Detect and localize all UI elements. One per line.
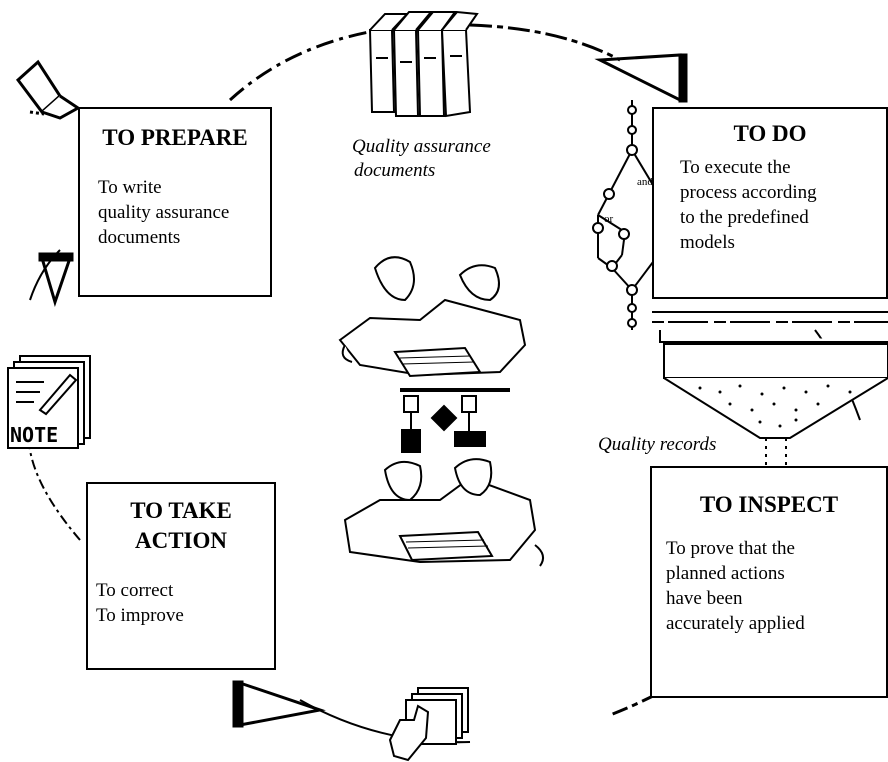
to-inspect-line: planned actions: [666, 563, 785, 584]
quality-records-caption: Quality records: [598, 434, 717, 455]
meeting-people-icon: [338, 256, 527, 378]
qa-documents-caption: Quality assurance documents: [352, 135, 491, 183]
to-do-title: TO DO: [733, 121, 807, 146]
note-label: NOTE: [10, 423, 58, 447]
qa-documents-caption-line: Quality assurance: [352, 136, 491, 157]
funnel-icon: [652, 311, 888, 470]
or-label: or: [604, 213, 614, 225]
cycle-arrowheads: [38, 53, 688, 728]
to-do-line: models: [680, 232, 735, 253]
scale-icon: [400, 388, 510, 453]
note-pad-icon: [7, 355, 91, 449]
qa-documents-caption-line: documents: [354, 160, 436, 181]
to-inspect-line: To prove that the: [666, 538, 795, 559]
binders-icon: [368, 10, 479, 118]
to-prepare-title: TO PREPARE: [102, 125, 248, 150]
funnel-dots: [698, 384, 852, 428]
to-take-action-title: TO TAKE ACTION: [88, 496, 274, 556]
to-inspect-line: accurately applied: [666, 613, 805, 634]
to-inspect-text: To prove that the planned actions have b…: [666, 536, 886, 636]
pencil-hand-icon: [15, 59, 81, 120]
to-inspect-title: TO INSPECT: [699, 492, 839, 517]
to-prepare-line: To write: [98, 177, 162, 198]
to-do-line: to the predefined: [680, 207, 809, 228]
to-prepare-box: TO PREPARE To write quality assurance do…: [78, 107, 272, 297]
meeting-people-icon-2: [343, 458, 545, 567]
to-prepare-text: To write quality assurance documents: [98, 175, 270, 250]
to-do-line: To execute the: [680, 157, 791, 178]
to-take-action-title-line: ACTION: [134, 528, 227, 553]
to-inspect-line: have been: [666, 588, 743, 609]
to-take-action-box: TO TAKE ACTION To correct To improve: [86, 482, 276, 670]
to-do-line: process according: [680, 182, 817, 203]
to-do-box: TO DO To execute the process according t…: [652, 107, 888, 299]
to-do-text: To execute the process according to the …: [680, 155, 886, 255]
to-take-action-title-line: TO TAKE: [130, 498, 232, 523]
to-take-action-text: To correct To improve: [96, 578, 274, 628]
to-prepare-line: quality assurance: [98, 202, 230, 223]
and-label: and: [637, 176, 653, 188]
to-inspect-box: TO INSPECT To prove that the planned act…: [650, 466, 888, 698]
to-take-action-line: To correct: [96, 580, 174, 601]
hand-cursor-icon: [388, 687, 469, 762]
to-prepare-line: documents: [98, 227, 181, 248]
to-take-action-line: To improve: [96, 605, 184, 626]
